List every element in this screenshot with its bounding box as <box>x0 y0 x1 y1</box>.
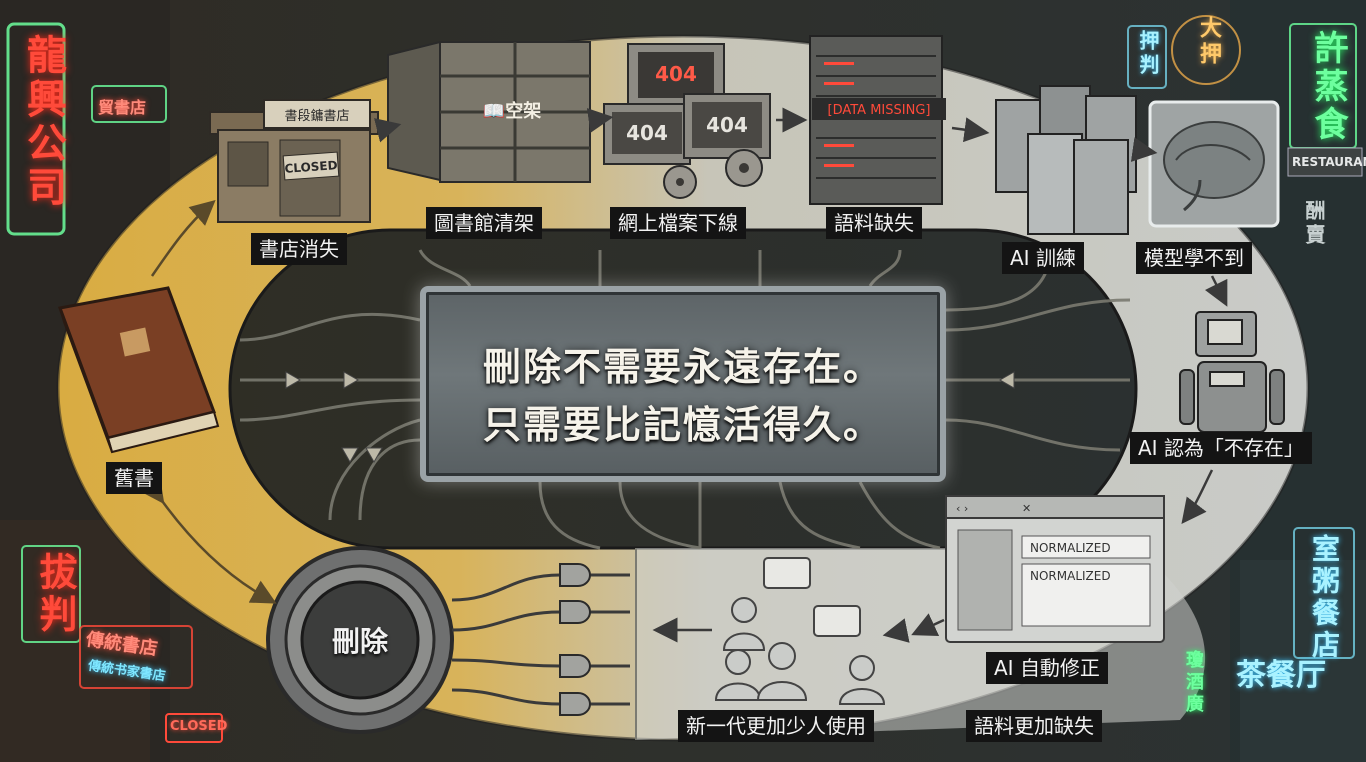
neon-sign-top-right-1: 押判 <box>1136 30 1160 78</box>
data-missing-text: [DATA MISSING] <box>828 103 931 118</box>
neon-sign-left-small: 貿書店 <box>98 98 147 117</box>
node-ai-thinks-nonexistent: AI 認為「不存在」 <box>1130 432 1312 464</box>
svg-text:✕: ✕ <box>1022 502 1031 515</box>
restaurant-sign: RESTAURANT <box>1292 155 1366 169</box>
empty-shelf-text: 📖空架 <box>483 100 541 122</box>
svg-text:‹ ›: ‹ › <box>956 502 968 515</box>
node-delete: 刪除 <box>331 625 388 658</box>
neon-sign-right-small: 酬賣 <box>1302 200 1326 248</box>
center-message-line1: 刪除不需要永遠存在。 <box>482 345 883 389</box>
bookstore-illustration: 書段鏞書店 CLOSED <box>209 99 379 223</box>
node-library-cleared: 圖書館清架 <box>426 207 542 239</box>
brain-model-illustration <box>1148 100 1280 228</box>
warm-flow-arrows <box>139 200 277 604</box>
neon-sign-left-big: 龍興公司 <box>20 34 66 210</box>
delete-dial-illustration <box>266 546 630 734</box>
closed-sign-text: CLOSED <box>284 158 338 176</box>
neon-sign-top-right-3: 許蒸食 <box>1308 30 1348 144</box>
normalized-text: NORMALIZED <box>1030 569 1111 583</box>
node-old-book: 舊書 <box>106 462 162 494</box>
error-404-text: 404 <box>706 113 748 137</box>
neon-sign-top-right-2: 大押 <box>1196 16 1221 68</box>
normalized-text: NORMALIZED <box>1030 541 1111 555</box>
neon-sign-bottom-right-1: 室粥餐店 <box>1308 534 1341 662</box>
robot-illustration <box>1179 311 1285 433</box>
store-sign-text: 書段鏞書店 <box>284 108 349 124</box>
node-ai-training: AI 訓練 <box>1002 242 1084 274</box>
neon-signs <box>6 15 1363 743</box>
node-corpus-more-missing: 語料更加缺失 <box>966 710 1102 742</box>
empty-bookshelf-illustration: 📖空架 <box>387 40 591 183</box>
node-corpus-missing: 語料缺失 <box>826 207 922 239</box>
ai-training-servers-illustration <box>995 85 1137 235</box>
flow-arrows <box>373 107 1228 643</box>
auto-correct-window-illustration: ‹ › ✕ NORMALIZED NORMALIZED <box>945 495 1165 643</box>
neon-sign-left-bottom-red: 拔判 <box>33 552 77 636</box>
error-404-text: 404 <box>626 121 668 145</box>
node-fewer-users: 新一代更加少人使用 <box>678 710 874 742</box>
center-message-line2: 只需要比記憶活得久。 <box>482 403 883 447</box>
neon-sign-bottom-right-3: 瓊酒廣 <box>1183 650 1204 716</box>
old-book-illustration <box>57 286 220 454</box>
server-rack-illustration: [DATA MISSING] <box>809 35 946 205</box>
node-model-cannot-learn: 模型學不到 <box>1136 242 1252 274</box>
node-bookstore-gone: 書店消失 <box>251 233 347 265</box>
younger-generation-illustration <box>714 557 886 705</box>
node-archive-offline: 網上檔案下線 <box>610 207 746 239</box>
neon-sign-closed: CLOSED <box>170 719 228 734</box>
center-message-panel: 刪除不需要永遠存在。 只需要比記憶活得久。 <box>420 286 946 482</box>
offline-archive-illustration: 404 404 404 <box>603 43 771 199</box>
error-404-text: 404 <box>655 62 697 86</box>
node-ai-auto-correct: AI 自動修正 <box>986 652 1108 684</box>
neon-sign-bottom-right-2: 茶餐厅 <box>1236 658 1326 693</box>
